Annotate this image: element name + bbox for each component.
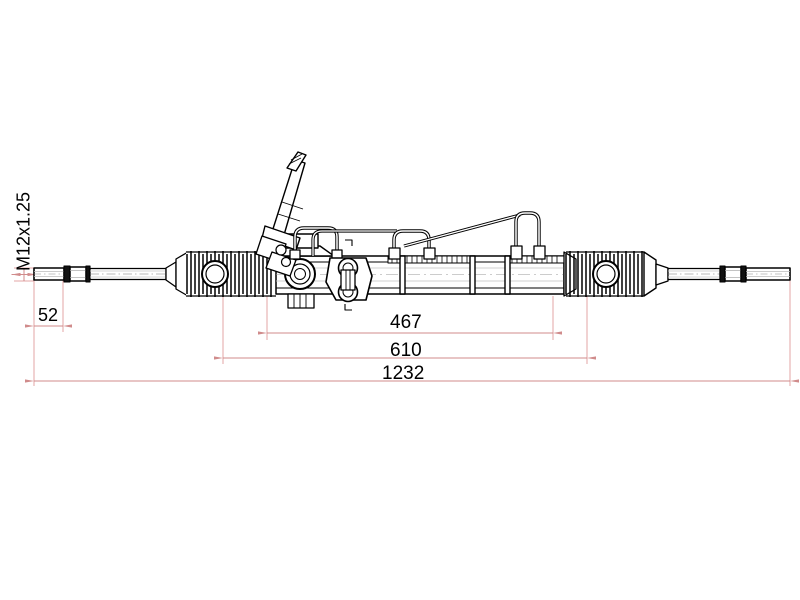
dim-467-label: 467 bbox=[390, 312, 422, 333]
right-boot-bearing-ring bbox=[592, 260, 620, 288]
left-tie-rod-shaft bbox=[89, 267, 167, 281]
left-bellows-boot bbox=[186, 251, 276, 297]
dim-52-label: 52 bbox=[38, 305, 59, 325]
right-tie-rod-thread bbox=[745, 267, 791, 281]
right-tie-rod-collar bbox=[719, 265, 747, 283]
left-boot-bearing-ring bbox=[201, 260, 229, 288]
housing-ribs bbox=[399, 255, 511, 295]
center-mounting-bracket bbox=[325, 257, 373, 303]
hydraulic-lines bbox=[293, 211, 541, 256]
thread-spec-label: M12x1.25 bbox=[13, 191, 34, 272]
bracket-leader-tick bbox=[344, 304, 352, 311]
left-tie-rod-collar bbox=[63, 265, 91, 283]
rack-assembly bbox=[33, 151, 791, 311]
valve-side-ports bbox=[255, 235, 297, 277]
pinion-input-shaft bbox=[261, 151, 307, 251]
left-inner-joint bbox=[165, 251, 189, 297]
left-tie-rod-thread bbox=[33, 267, 65, 281]
dimension-annotations bbox=[11, 267, 799, 386]
dim-thread-diameter bbox=[11, 268, 37, 281]
right-tie-rod-shaft bbox=[667, 267, 721, 281]
center-reference-mark bbox=[345, 239, 353, 246]
hydraulic-fittings bbox=[289, 245, 546, 260]
dim-1232-label: 1232 bbox=[382, 363, 425, 384]
right-joint-cone bbox=[643, 251, 669, 297]
dim-610-label: 610 bbox=[390, 340, 422, 361]
